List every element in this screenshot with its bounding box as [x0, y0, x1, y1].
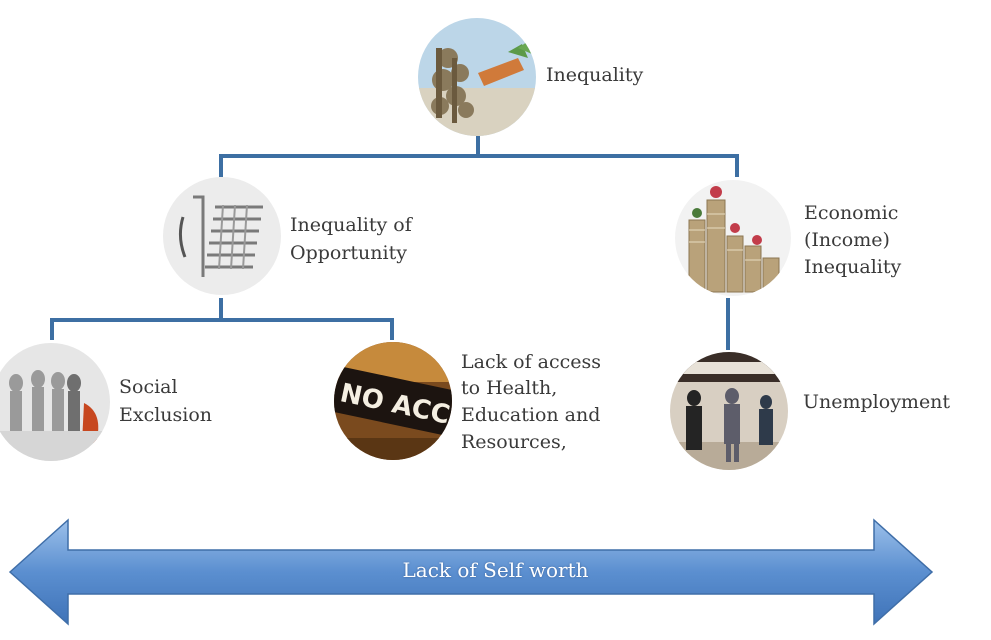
access-label-line3: Education and — [461, 404, 601, 426]
opportunity-label-line2: Opportunity — [290, 242, 407, 264]
opportunity-image — [163, 177, 281, 295]
inequality-label: Inequality — [546, 64, 644, 86]
social-label-line1: Social — [119, 376, 178, 398]
unemployment-image — [670, 352, 788, 470]
access-label-line1: Lack of access — [461, 351, 602, 373]
economic-image — [675, 180, 791, 296]
self-worth-arrow — [8, 518, 934, 626]
economic-label-line2: (Income) — [804, 229, 890, 251]
economic-label-line1: Economic — [804, 202, 899, 224]
unemployment-label: Unemployment — [803, 391, 951, 413]
economic-label-line3: Inequality — [804, 256, 902, 278]
opportunity-label-line1: Inequality of — [290, 214, 412, 236]
access-label-line2: to Health, — [461, 377, 558, 399]
access-label-line4: Resources, — [461, 431, 567, 453]
no-access-image: NO ACCESS — [334, 342, 452, 460]
social-label-line2: Exclusion — [119, 404, 213, 426]
inequality-image — [418, 18, 536, 136]
self-worth-label: Lack of Self worth — [402, 558, 589, 582]
